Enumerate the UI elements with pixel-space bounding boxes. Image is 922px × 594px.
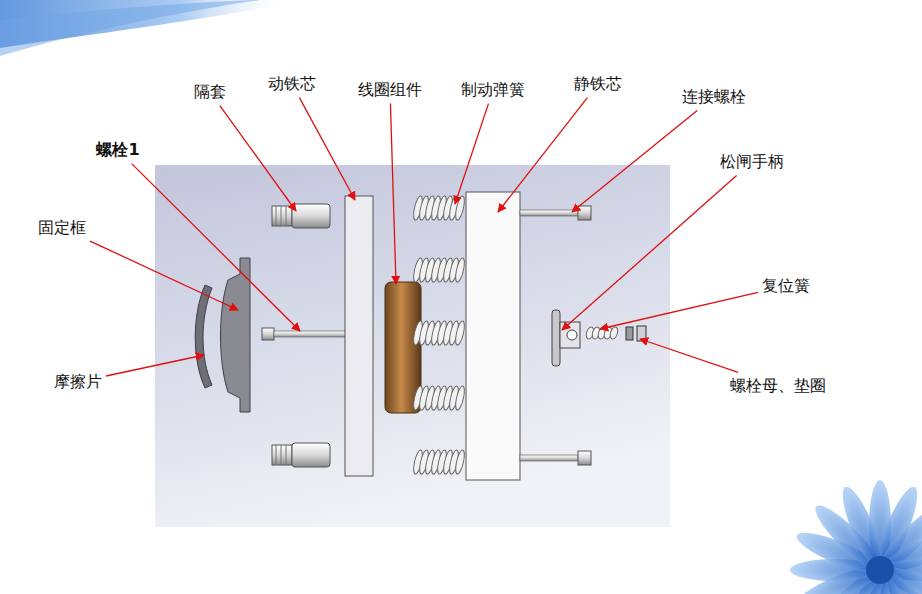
connecting-bolt — [520, 451, 591, 465]
spacer-sleeve — [272, 204, 330, 228]
leader-arrow — [640, 339, 738, 372]
brake-spring — [412, 321, 466, 345]
leader-arrow — [498, 98, 587, 212]
corner-flower — [790, 480, 922, 594]
brake-spring — [412, 386, 466, 410]
part-label: 螺栓母、垫圈 — [730, 376, 826, 395]
brake-spring — [412, 196, 466, 220]
part-label: 制动弹簧 — [461, 80, 525, 99]
spacer-sleeve — [272, 443, 330, 467]
connecting-bolt — [520, 206, 591, 220]
leader-arrow — [132, 164, 300, 331]
part-label: 摩擦片 — [54, 372, 102, 391]
fixing-frame — [221, 258, 251, 412]
leader-arrow — [299, 98, 355, 200]
part-label: 松闸手柄 — [720, 152, 784, 171]
corner-swoosh — [0, 0, 300, 56]
part-label: 连接螺栓 — [682, 87, 746, 106]
leader-arrow — [90, 241, 238, 310]
leader-arrow — [562, 176, 737, 330]
part-label: 复位簧 — [762, 276, 810, 295]
part-label: 固定框 — [38, 218, 86, 237]
leader-arrow — [600, 292, 758, 329]
brake-parts — [195, 192, 646, 480]
leader-arrow — [220, 106, 296, 211]
leader-arrow — [106, 355, 204, 376]
friction-pad — [195, 285, 212, 388]
bolt — [262, 328, 346, 340]
brake-spring — [412, 450, 466, 474]
leader-arrow — [390, 104, 396, 284]
part-label: 线圈组件 — [358, 80, 422, 99]
brake-spring — [412, 258, 466, 282]
flower-center — [866, 556, 894, 584]
stator-plate — [466, 192, 520, 480]
render-panel — [155, 165, 670, 527]
part-label: 隔套 — [194, 82, 226, 101]
nut-washer — [626, 326, 646, 341]
armature-plate — [345, 196, 373, 476]
leader-arrow — [572, 111, 697, 212]
part-label: 螺栓1 — [96, 140, 139, 159]
leader-arrow — [455, 104, 488, 204]
part-label: 动铁芯 — [268, 74, 316, 93]
part-label: 静铁芯 — [574, 74, 622, 93]
